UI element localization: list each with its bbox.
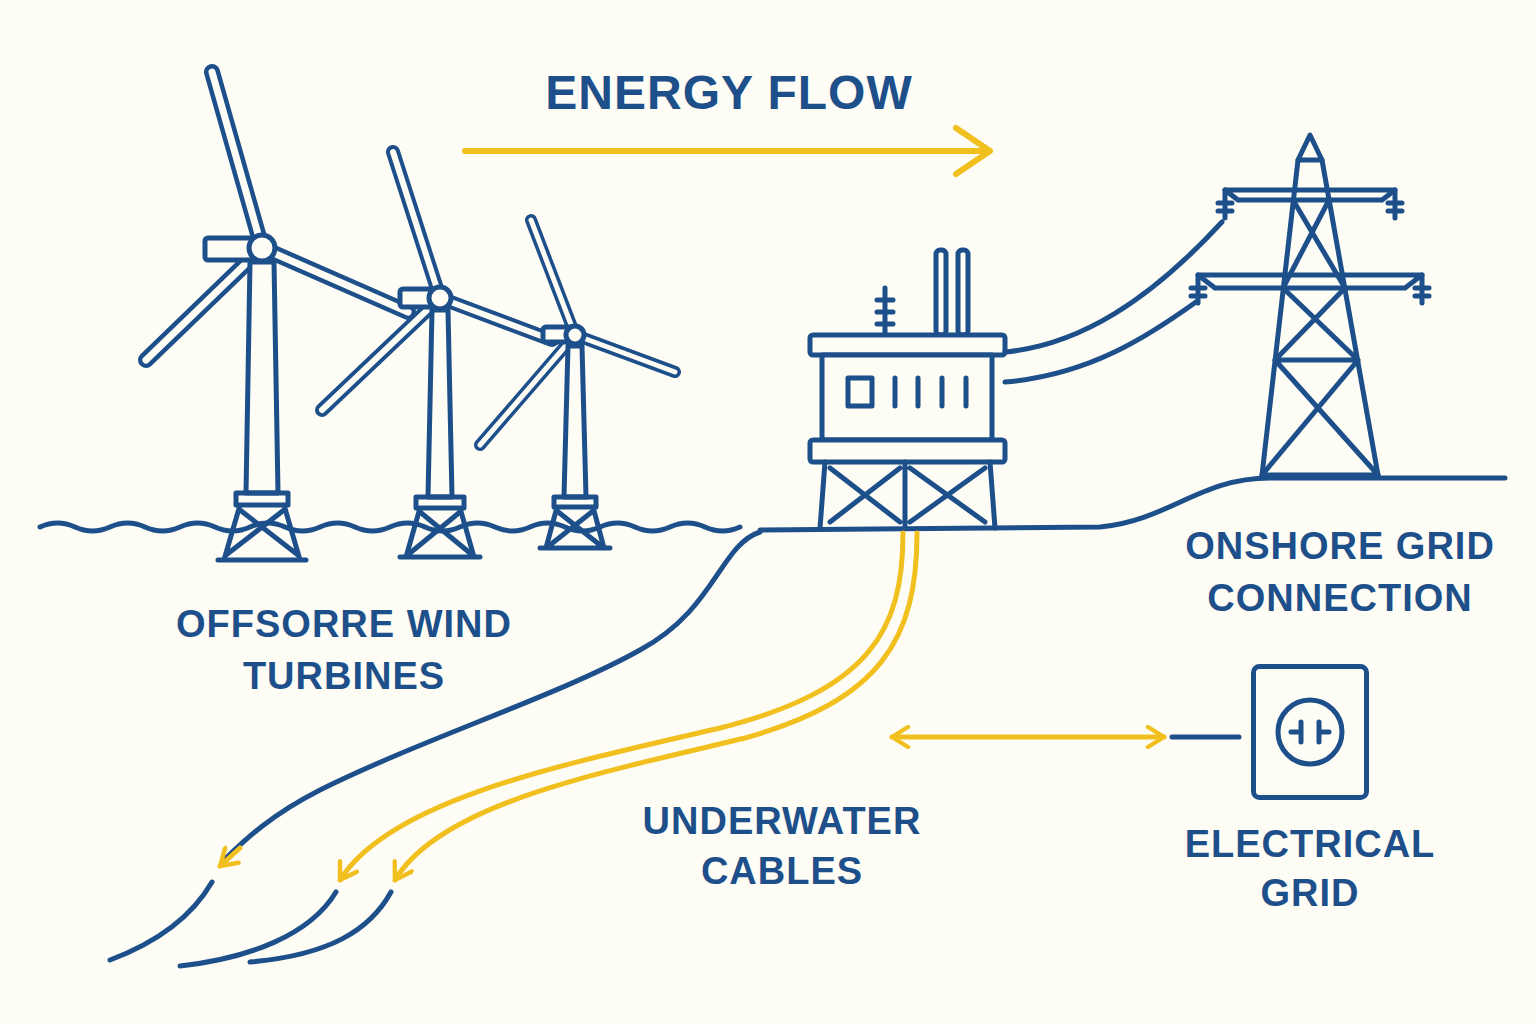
seabed-line [110, 882, 212, 960]
ground-line [760, 478, 1505, 530]
seabed-arrow [220, 848, 240, 866]
diagram-title: ENERGY FLOW [479, 64, 979, 122]
outlet-part [1278, 700, 1342, 764]
node-label: ELECTRICAL GRID [1170, 820, 1450, 918]
onshore-label: ONSHORE GRID CONNECTION [1150, 520, 1530, 624]
wind-turbine [480, 220, 675, 548]
substation-platform [810, 250, 1005, 528]
seabed-line [250, 892, 391, 962]
seabed-line [180, 892, 336, 966]
outlet-part [1254, 667, 1367, 798]
wind-turbine [146, 72, 408, 560]
exchange-arrow [892, 735, 1164, 740]
grid-wire [1172, 735, 1239, 740]
outlet-part [1291, 722, 1329, 742]
power-wire [1005, 222, 1222, 352]
flow-arrow [465, 128, 990, 174]
sea-wave [40, 523, 740, 531]
cables-label: UNDERWATER CABLES [612, 796, 952, 896]
power-wire [1005, 302, 1196, 382]
transmission-pylon [1191, 135, 1429, 475]
outlet-symbol [1251, 664, 1369, 800]
turbines-label: OFFSORRE WIND TURBINES [144, 598, 544, 702]
grid-outlet: ELECTRICAL GRID [1170, 664, 1450, 918]
wind-turbine [322, 152, 552, 557]
